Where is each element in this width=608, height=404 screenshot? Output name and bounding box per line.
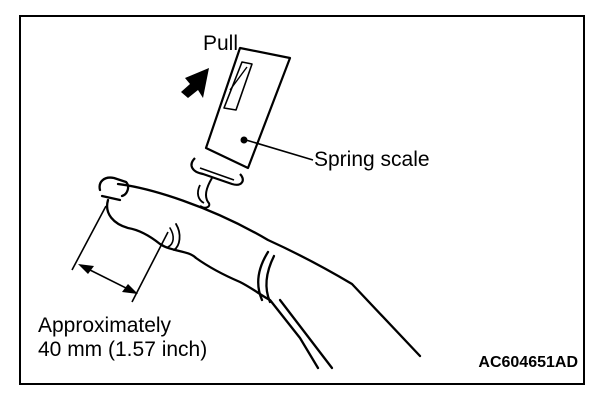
spring-scale [190,46,292,209]
spring-scale-label: Spring scale [314,148,430,171]
distance-text: 40 mm (1.57 inch) [38,338,208,362]
approximately-text: Approximately [38,314,172,337]
pull-label: Pull [203,32,239,55]
spring-scale-leader [245,139,314,161]
brake-lever [98,176,422,370]
pull-arrow-icon [181,68,209,98]
diagram-frame [19,15,585,385]
figure-id: AC604651AD [478,354,578,371]
dimension-annotation [71,205,169,303]
distance-label: Approximately 40 mm (1.57 inch) [38,314,207,362]
